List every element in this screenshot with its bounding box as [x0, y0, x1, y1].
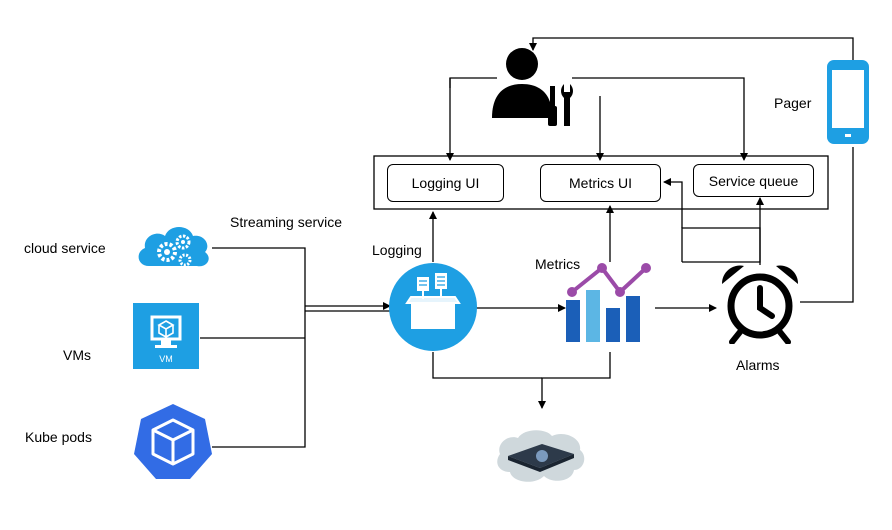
- logging-to-storage-line: [432, 352, 542, 379]
- logging-box-icon: [389, 263, 477, 351]
- alarm-feedback-line: [681, 227, 761, 265]
- vm-icon: VM: [133, 303, 199, 369]
- source-bus: [212, 247, 306, 448]
- pager-label: Pager: [774, 95, 812, 111]
- pager-phone-icon: [827, 60, 869, 144]
- alarm-to-metricsui-arrow: [663, 178, 683, 228]
- vm-badge-label: VM: [159, 354, 173, 364]
- logging-label: Logging: [372, 242, 422, 258]
- alarm-to-pager-line: [800, 147, 854, 303]
- logging-ui-box[interactable]: Logging UI: [387, 164, 504, 202]
- alarms-label: Alarms: [736, 357, 780, 373]
- operator-to-queue-arrow: [572, 77, 748, 161]
- metrics-chart-icon: [566, 263, 651, 342]
- streaming-service-label: Streaming service: [230, 214, 343, 230]
- metrics-label: Metrics: [535, 256, 581, 272]
- cloud-service-label: cloud service: [24, 240, 106, 256]
- operator-tools-icon: [492, 48, 573, 126]
- alarm-clock-icon: [721, 265, 799, 344]
- service-queue-box[interactable]: Service queue: [693, 164, 814, 197]
- alarm-to-queue-arrow: [682, 197, 764, 263]
- cloud-gears-icon: [138, 227, 209, 267]
- vms-label: VMs: [63, 347, 91, 363]
- metrics-ui-box[interactable]: Metrics UI: [540, 164, 661, 202]
- metrics-to-storage-arrow: [538, 352, 611, 409]
- pager-to-operator-arrow: [529, 37, 854, 60]
- kube-pods-label: Kube pods: [25, 429, 92, 445]
- service-queue-label: Service queue: [708, 172, 799, 189]
- kube-pod-icon: [134, 404, 212, 479]
- logging-ui-label: Logging UI: [411, 175, 480, 191]
- metrics-ui-label: Metrics UI: [569, 175, 632, 191]
- storage-chip-icon: [497, 430, 585, 482]
